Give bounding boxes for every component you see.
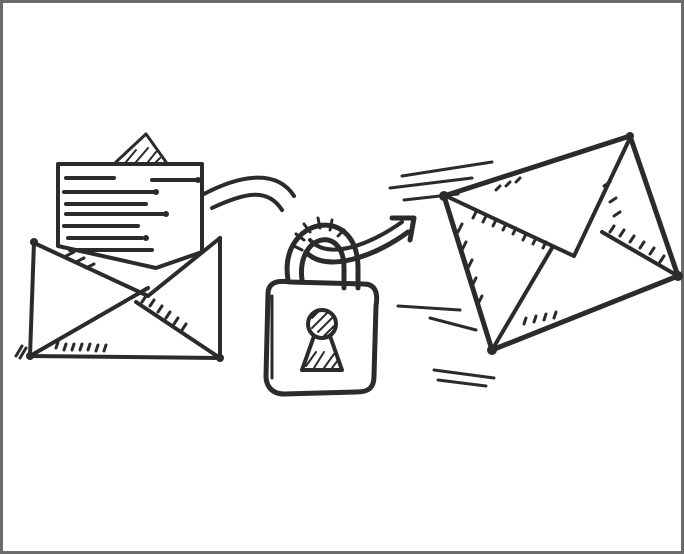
sketch-canvas bbox=[6, 6, 684, 554]
encrypted-email-sketch bbox=[6, 6, 684, 554]
letter-icon bbox=[58, 134, 202, 268]
connector-line bbox=[204, 178, 294, 210]
keyhole-icon bbox=[302, 310, 342, 370]
